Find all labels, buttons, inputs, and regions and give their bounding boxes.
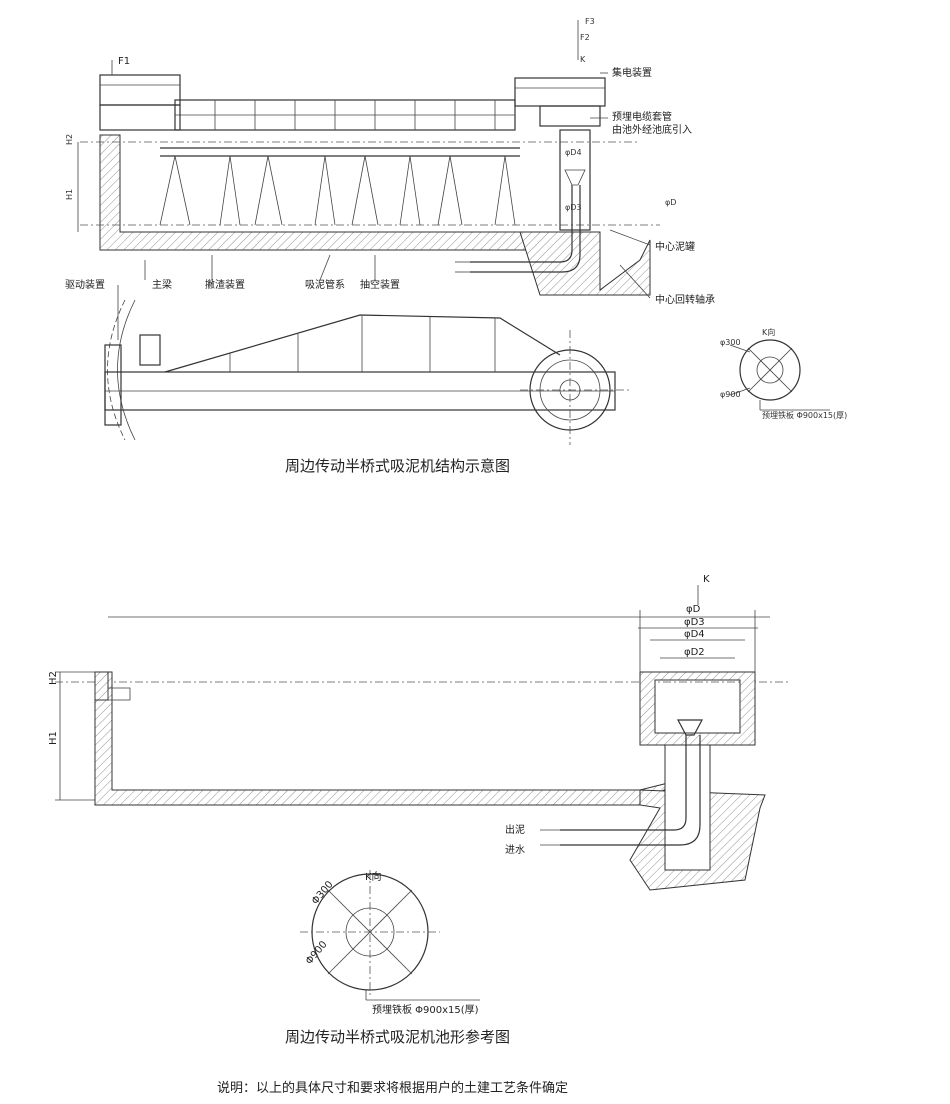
label-center-tank: 中心泥罐 [655,240,695,253]
label-collector: 集电装置 [612,66,652,79]
center-pit [519,231,651,296]
label-d4-top: φD4 [565,148,582,157]
bottom-plate-label: 预埋铁板 Φ900x15(厚) [372,1003,479,1016]
top-d300-label: φ300 [720,338,741,347]
label-h1-top: H1 [65,189,74,200]
label-water-in: 进水 [505,844,525,856]
tank-floor [94,671,681,806]
label-f1: F1 [118,56,130,67]
top-d900-label: φ900 [720,390,741,399]
label-cable-route: 由池外经池底引入 [612,123,692,136]
label-h1-bottom: H1 [48,731,59,745]
label-center-bearing: 中心回转轴承 [655,293,715,306]
label-sludge-out: 出泥 [505,823,525,836]
label-suction-pipes: 吸泥管系 [305,278,345,291]
label-vacuum: 抽空装置 [360,278,400,291]
suction-pipes [159,155,516,226]
structure-elevation [77,20,660,340]
bottom-k-view-detail [300,870,480,1001]
label-main-beam: 主梁 [152,278,172,291]
label-d-bottom: φD [686,604,701,615]
center-tank [639,671,756,746]
label-d4-bottom: φD4 [684,629,705,640]
label-h2-bottom: H2 [48,671,59,685]
top-labels: F1 F3 F2 K H1 H2 集电装置 预埋电缆套管 由池外经池底引入 φD… [65,17,847,475]
bottom-k-view-label: K向 [365,870,382,883]
bottom-d300-label: Φ300 [310,879,336,907]
label-d-top: φD [665,198,676,207]
label-d2-bottom: φD2 [684,647,705,658]
top-k-view-detail [729,339,830,411]
label-h2-top: H2 [65,134,74,145]
label-d3-top: φD3 [565,203,582,212]
label-f2: F2 [580,33,590,42]
label-k-bottom: K [703,574,710,585]
tank-section [55,585,790,891]
top-plate-label: 预埋铁板 Φ900x15(厚) [762,410,847,420]
label-k-top: K [580,55,586,64]
footnote: 说明：以上的具体尺寸和要求将根据用户的土建工艺条件确定 [217,1080,568,1096]
structure-plan [104,299,630,445]
label-f3: F3 [585,17,595,26]
label-cable-pipe: 预埋电缆套管 [612,110,672,123]
label-drive: 驱动装置 [65,278,105,291]
bottom-caption: 周边传动半桥式吸泥机池形参考图 [285,1028,510,1046]
label-d3-bottom: φD3 [684,617,705,628]
bottom-labels: K φD φD3 φD4 φD2 H1 H2 出泥 进水 K向 Φ300 Φ90… [48,574,710,1046]
bottom-d900-label: Φ900 [304,939,330,967]
top-caption: 周边传动半桥式吸泥机结构示意图 [285,457,510,475]
top-k-view-label: K向 [762,327,775,337]
label-scum: 撇渣装置 [205,278,245,291]
